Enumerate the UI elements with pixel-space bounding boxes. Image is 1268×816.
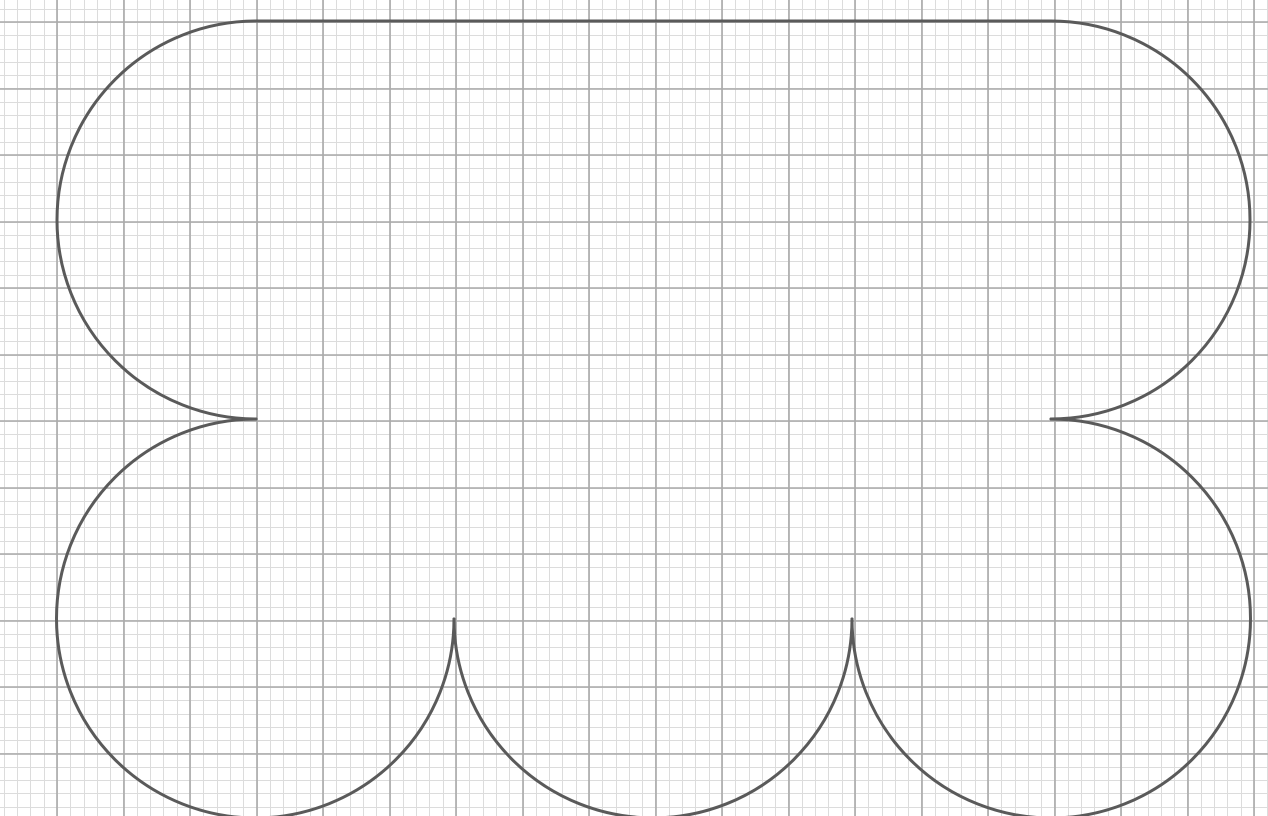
outline-arc-upper-right — [1049, 19, 1252, 421]
outline-arc-bottom-right — [850, 617, 1038, 816]
outline-arc-lower-right — [1049, 417, 1252, 816]
outline-arc-bottom-middle — [452, 617, 854, 816]
outline-arc-upper-left — [55, 19, 258, 421]
outline-arc-bottom-left — [268, 617, 456, 816]
outline-arc-lower-left — [55, 417, 258, 816]
